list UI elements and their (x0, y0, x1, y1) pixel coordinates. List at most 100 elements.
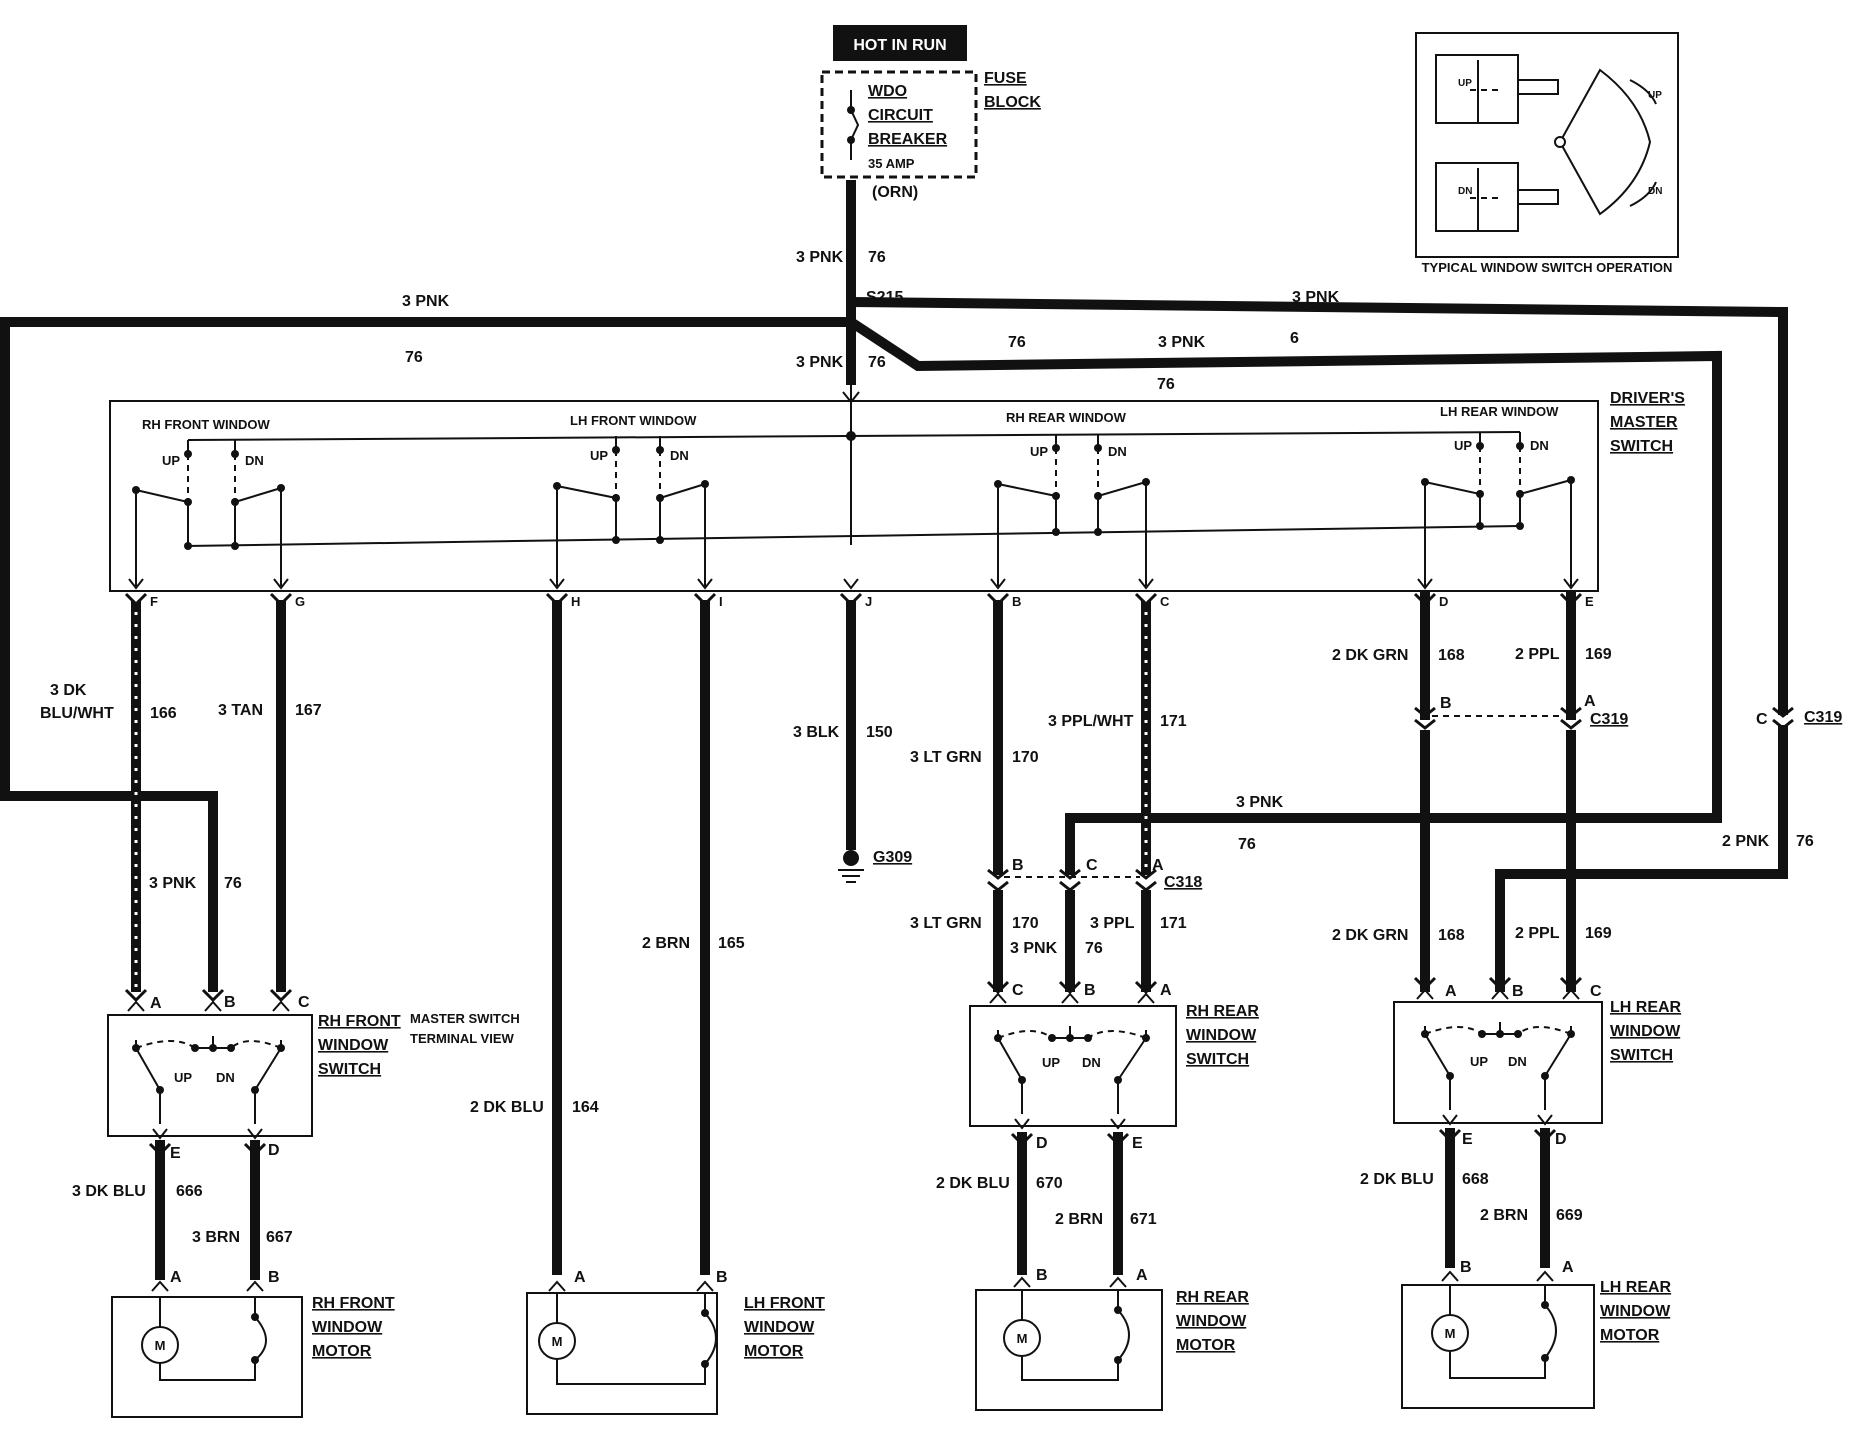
terminal-view-label-1: MASTER SWITCH (410, 1011, 520, 1026)
svg-text:RH FRONT: RH FRONT (312, 1295, 395, 1312)
master-section-3-up-ground (1052, 528, 1060, 536)
svg-text:2 PPL: 2 PPL (1515, 646, 1560, 663)
inset-up-label: UP (1458, 78, 1472, 89)
c319-chevron-3 (1772, 706, 1794, 730)
lh-rear-switch-in-1 (1413, 976, 1437, 991)
svg-text:WINDOW: WINDOW (318, 1037, 389, 1054)
svg-text:670: 670 (1036, 1175, 1063, 1192)
door-switch-2-blade-left (997, 1037, 1023, 1114)
lh-rear-window-switch: LH REAR WINDOW SWITCH A B C UP DN E D (1393, 983, 1682, 1148)
svg-text:RH REAR: RH REAR (1186, 1003, 1259, 1020)
rh-rear-switch-out-2 (1110, 1118, 1126, 1130)
svg-text:2 DK GRN: 2 DK GRN (1332, 647, 1408, 664)
svg-text:666: 666 (176, 1183, 203, 1200)
master-section-2-up-blade (556, 485, 617, 540)
door-switch-1-node-3 (227, 1044, 235, 1052)
svg-text:A: A (1136, 1267, 1148, 1284)
door-switch-2-node-1 (1048, 1034, 1056, 1042)
door-switch-1-node-2 (209, 1044, 217, 1052)
orn-label: (ORN) (872, 184, 918, 201)
connector-c319: C319 C319 B A C 2 DK GRN 168 2 PPL 169 (1332, 693, 1842, 944)
motor-1-contact-top (251, 1313, 259, 1321)
master-pin-f-chevron (124, 592, 148, 607)
motor-2-contact-top (701, 1309, 709, 1317)
fuse-label-2: BLOCK (984, 94, 1041, 111)
svg-text:A: A (1562, 1259, 1574, 1276)
master-section-3-dn-ground (1094, 528, 1102, 536)
svg-text:3 PNK: 3 PNK (1236, 794, 1284, 811)
master-section-4-out-leads (1424, 480, 1572, 586)
svg-text:3 PNK: 3 PNK (1292, 289, 1340, 306)
master-section-1-feed (187, 440, 236, 454)
svg-text:3 PPL/WHT: 3 PPL/WHT (1048, 713, 1134, 730)
svg-text:A: A (574, 1269, 586, 1286)
svg-text:76: 76 (1008, 334, 1026, 351)
svg-text:170: 170 (1012, 749, 1039, 766)
master-pin-c-arrow (1138, 578, 1154, 590)
svg-text:E: E (1462, 1131, 1473, 1148)
ground-g309: G309 (838, 849, 912, 883)
rh-rear-window-switch: RH REAR WINDOW SWITCH C B A UP DN D E (969, 982, 1259, 1152)
rh-rear-switch-in-2 (1058, 980, 1082, 995)
door-switch-3-node-3 (1514, 1030, 1522, 1038)
motor-3-contact-top (1114, 1306, 1122, 1314)
svg-text:3 PNK: 3 PNK (796, 249, 844, 266)
door-switch-3-node-2 (1496, 1030, 1504, 1038)
lh-front-window-motor: A B LH FRONT WINDOW MOTOR (526, 1269, 825, 1415)
svg-text:76: 76 (1238, 836, 1256, 853)
svg-text:UP: UP (1470, 1054, 1488, 1069)
master-section-4-linkage (1479, 446, 1521, 502)
master-lh-rear-label: LH REAR WINDOW (1440, 404, 1559, 419)
svg-text:76: 76 (1157, 376, 1175, 393)
svg-text:76: 76 (868, 249, 886, 266)
svg-text:DN: DN (1082, 1055, 1101, 1070)
svg-text:WINDOW: WINDOW (1176, 1313, 1247, 1330)
motor-4-m-label: M (1445, 1326, 1456, 1341)
svg-text:2 BRN: 2 BRN (1055, 1211, 1103, 1228)
svg-text:E: E (1132, 1135, 1143, 1152)
svg-text:169: 169 (1585, 925, 1612, 942)
master-pin-h-label: H (571, 594, 580, 609)
motor-2-m-label: M (552, 1334, 563, 1349)
svg-text:UP: UP (1648, 90, 1662, 101)
door-switch-2-node-3 (1084, 1034, 1092, 1042)
rh-rear-window-motor: B A RH REAR WINDOW MOTOR (975, 1267, 1249, 1411)
svg-text:LH FRONT: LH FRONT (744, 1295, 825, 1312)
motor-in-arrow-b1 (1013, 1276, 1031, 1288)
door-switch-1-node-1 (191, 1044, 199, 1052)
svg-text:171: 171 (1160, 915, 1187, 932)
svg-text:165: 165 (718, 935, 745, 952)
svg-text:3 PNK: 3 PNK (796, 354, 844, 371)
svg-text:3 DK: 3 DK (50, 682, 87, 699)
rh-rear-switch-out-1 (1014, 1118, 1030, 1130)
master-section-4-dn-label: DN (1530, 438, 1549, 453)
master-section-1-dn-blade (234, 487, 282, 546)
svg-text:3 LT GRN: 3 LT GRN (910, 915, 982, 932)
rh-rear-switch-arrow-3 (1137, 992, 1155, 1004)
lh-rear-switch-in-3 (1559, 976, 1583, 991)
master-section-4-up-blade (1424, 481, 1481, 526)
master-section-4-up-label: UP (1454, 438, 1472, 453)
master-pin-g-arrow (273, 578, 289, 590)
master-section-3-feed (1055, 434, 1099, 448)
svg-text:3 DK BLU: 3 DK BLU (72, 1183, 146, 1200)
svg-text:WINDOW: WINDOW (1600, 1303, 1671, 1320)
inset-frame (1415, 32, 1679, 258)
master-pin-j-chevron (839, 592, 863, 607)
master-rh-rear-label: RH REAR WINDOW (1006, 410, 1127, 425)
svg-text:2 PPL: 2 PPL (1515, 925, 1560, 942)
rh-front-window-motor: A B RH FRONT WINDOW MOTOR (111, 1269, 395, 1418)
door-switch-1-blade-left (135, 1047, 161, 1124)
svg-text:UP: UP (174, 1070, 192, 1085)
door-switch-2-out-dash (1021, 1080, 1119, 1114)
motor-3-breaker (1117, 1290, 1130, 1361)
lh-rear-switch-arrow-1 (1416, 988, 1434, 1000)
motor-in-arrow-b2 (1109, 1276, 1127, 1288)
svg-text:SWITCH: SWITCH (318, 1061, 381, 1078)
rh-front-switch-in-3 (269, 988, 293, 1003)
master-section-4-dn-blade (1519, 479, 1572, 526)
svg-text:2 BRN: 2 BRN (642, 935, 690, 952)
svg-text:MOTOR: MOTOR (1600, 1327, 1660, 1344)
